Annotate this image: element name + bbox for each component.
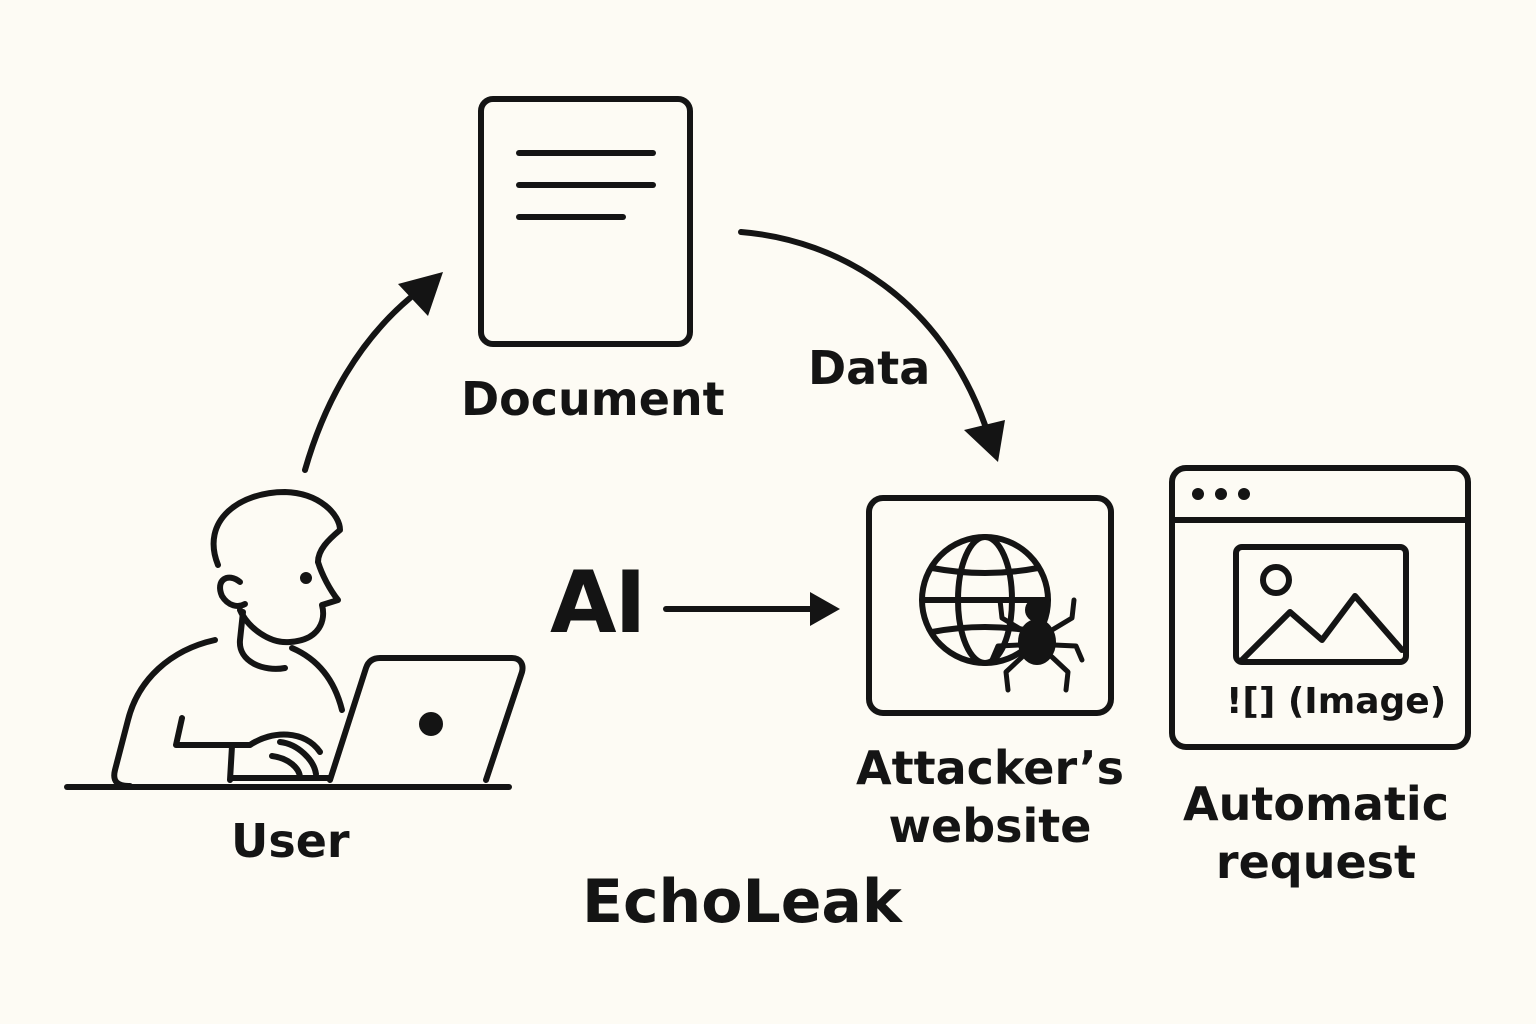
user-label: User xyxy=(231,814,350,868)
arrow-user-to-document xyxy=(302,272,443,473)
ai-label: AI xyxy=(550,553,647,653)
person-laptop-icon xyxy=(64,489,526,790)
image-markdown-label: ![] (Image) xyxy=(1226,681,1447,722)
attacker-website-label: Attacker’s website xyxy=(856,741,1124,853)
document-icon xyxy=(478,96,693,347)
data-edge-label: Data xyxy=(808,341,931,395)
arrow-ai-to-attacker xyxy=(663,592,840,626)
globe-spider-icon xyxy=(866,495,1114,716)
diagram-title: EchoLeak xyxy=(582,867,902,937)
document-label: Document xyxy=(461,372,725,426)
arrow-document-to-attacker xyxy=(738,229,1005,462)
automatic-request-label: Automatic request xyxy=(1183,777,1449,889)
browser-image-icon xyxy=(1169,465,1471,750)
